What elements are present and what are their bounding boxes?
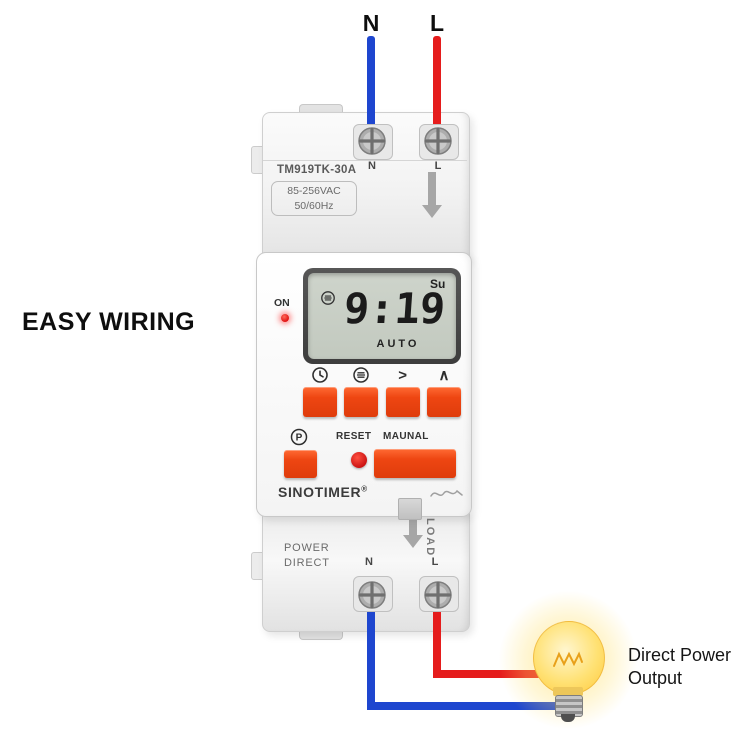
power-led [281,314,289,322]
top-live-wire-label: L [429,10,445,36]
reset-label: RESET [336,431,372,442]
qc-mark-icon [430,486,464,509]
bulb-glass [533,621,605,695]
display-button[interactable] [344,387,379,417]
terminal-label-bottom-n: N [365,556,373,568]
menu-circle-icon [352,363,370,387]
lcd-screen [308,273,456,359]
on-indicator-label: ON [274,297,290,309]
spec-box: 85-256VAC 50/60Hz [271,181,357,216]
bulb-contact-tip [561,714,575,722]
screw-terminal-top-l-icon [423,126,453,156]
live-output-wire-horizontal [433,670,541,678]
neutral-output-wire-horizontal [367,702,569,710]
neutral-output-wire-vertical [367,594,375,710]
load-direction-arrow-head [403,535,423,548]
screw-terminal-bottom-n-icon [357,580,387,610]
live-output-wire-vertical [433,594,441,678]
load-direction-arrow-shaft [409,506,417,536]
clock-button[interactable] [303,387,337,417]
button-row-primary: > ∧ [303,363,461,417]
lcd-mode-text: AUTO [376,338,420,350]
easy-wiring-label: EASY WIRING [22,308,196,336]
terminal-label-top-l: L [434,160,442,172]
up-button-group: ∧ [426,363,461,417]
brand-logo: SINOTIMER® [278,484,368,500]
direct-power-line1: Direct Power [628,645,732,665]
program-button[interactable] [284,450,317,478]
display-button-group [344,363,379,417]
right-button[interactable] [385,387,420,417]
screw-terminal-top-n-icon [357,126,387,156]
input-direction-arrow-head [422,205,442,218]
program-letter: P [296,433,303,444]
power-label-line2: DIRECT [284,557,330,569]
screw-terminal-bottom-l-icon [423,580,453,610]
clock-button-group [303,363,337,417]
voltage-rating: 85-256VAC [287,184,341,197]
power-direct-label: POWER DIRECT [284,541,330,571]
din-clip-top [299,104,343,115]
power-label-line1: POWER [284,542,330,554]
program-icon: P [289,427,309,447]
terminal-block-edge [263,160,467,161]
clock-icon [311,363,329,387]
chevron-up-icon: ∧ [438,366,450,384]
manual-label: MAUNAL [383,431,429,442]
chevron-right-icon: > [398,366,408,384]
live-input-wire [433,36,441,142]
manual-button[interactable] [374,449,456,478]
lcd-time-text: 9:19 [342,284,447,333]
frequency-rating: 50/60Hz [294,199,334,212]
direct-power-line2: Output [628,668,683,688]
up-button[interactable] [426,387,461,417]
reset-button[interactable] [351,452,367,468]
terminal-label-top-n: N [368,160,376,172]
lcd-menu-circle-icon [320,290,336,306]
top-neutral-wire-label: N [362,10,380,36]
load-label: LOAD [424,518,436,558]
registered-mark: ® [361,484,368,494]
right-button-group: > [385,363,420,417]
din-latch [398,498,422,520]
neutral-input-wire [367,36,375,142]
lcd-day-text: Su [430,277,446,291]
terminal-label-bottom-l: L [431,556,439,568]
model-number: TM919TK-30A [277,164,357,176]
input-direction-arrow-shaft [428,172,436,206]
brand-name: SINOTIMER [278,484,362,500]
bulb-neck [553,687,583,696]
bulb-filament-icon [550,646,586,675]
direct-power-output-label: Direct Power Output [628,644,731,690]
